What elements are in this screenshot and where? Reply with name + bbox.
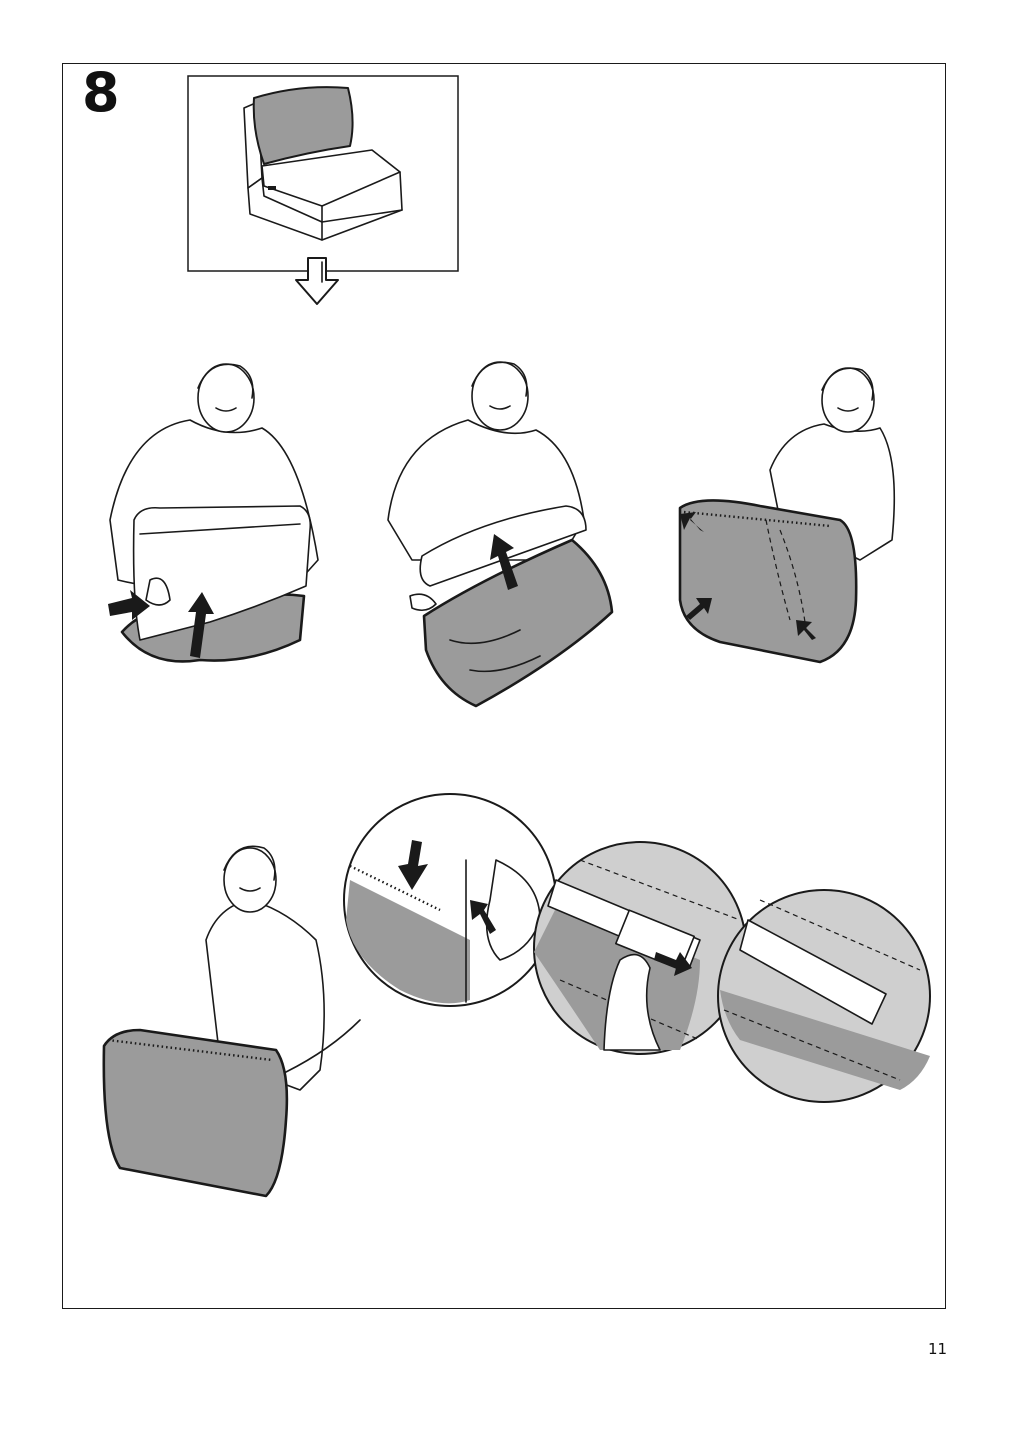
- direction-arrow-icon: [398, 840, 496, 934]
- step-number: 8: [82, 61, 120, 124]
- page-number: 11: [928, 1340, 948, 1358]
- direction-arrow-icon: [108, 590, 214, 658]
- direction-arrow-icon: [680, 512, 816, 640]
- closed-zipper-detail: [717, 889, 931, 1103]
- figure-slide-cover: [387, 361, 614, 708]
- down-arrow-icon: [295, 257, 339, 305]
- direction-arrow-icon: [490, 534, 518, 590]
- person-icon: [205, 845, 325, 1091]
- figure-stretch-cover: [678, 367, 896, 664]
- zipper-slider-detail: [533, 841, 747, 1055]
- sofa-module-preview: [187, 75, 459, 272]
- figure-zip-cover: [102, 845, 361, 1198]
- figure-pull-cover: [108, 363, 319, 663]
- zipper-zoom-detail: [343, 793, 557, 1007]
- instruction-step-frame: [62, 63, 946, 1309]
- sofa-module-icon: [243, 86, 403, 241]
- direction-arrow-icon: [654, 952, 692, 976]
